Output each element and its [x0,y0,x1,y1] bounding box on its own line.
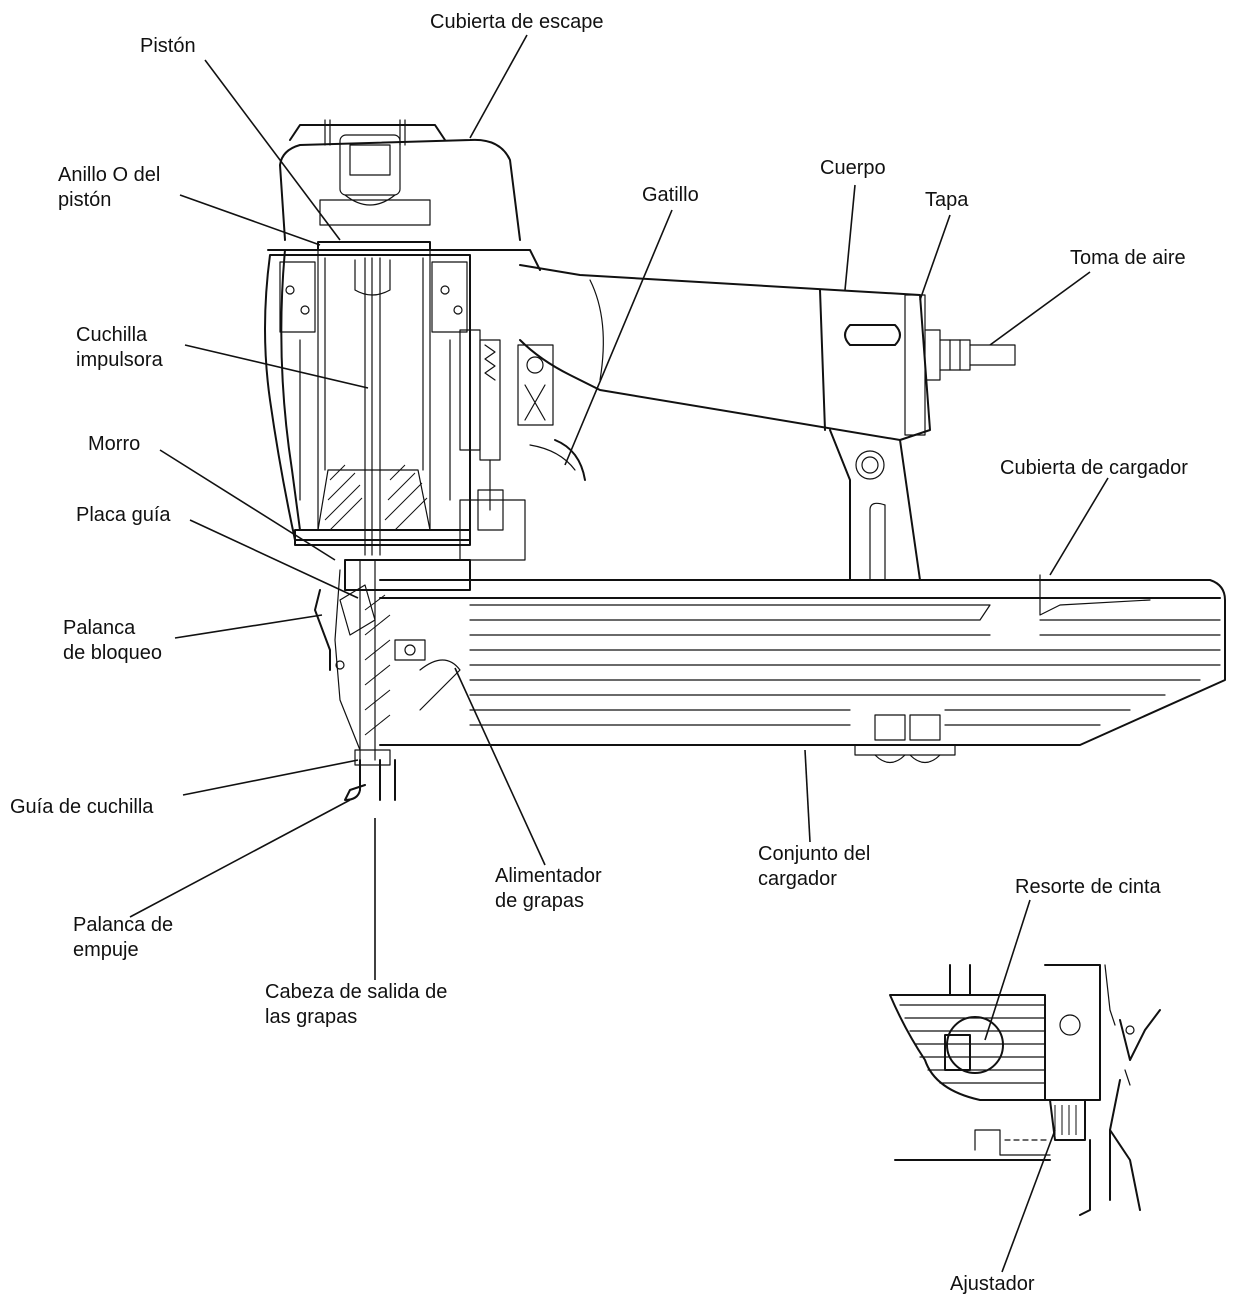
label-palanca-bloqueo-line1: Palanca [63,617,136,639]
label-cuchilla-impulsora: Cuchilla impulsora [76,323,163,373]
label-anillo-o-line1: Anillo O del [58,164,161,186]
label-placa-guia: Placa guía [76,504,171,526]
label-cabeza-salida: Cabeza de salida de las grapas [265,980,447,1030]
label-anillo-o: Anillo O del pistón [58,163,160,213]
label-toma-aire: Toma de aire [1070,247,1186,269]
label-conjunto-cargador-line1: Conjunto del [758,843,871,865]
label-piston: Pistón [140,35,196,57]
label-palanca-empuje-line2: empuje [73,939,139,961]
label-resorte-cinta: Resorte de cinta [1015,876,1161,898]
stapler-body-drawing [264,119,1226,801]
label-cubierta-escape: Cubierta de escape [430,11,604,33]
label-alimentador-grapas: Alimentador de grapas [495,864,602,914]
label-alimentador-grapas-line2: de grapas [495,890,584,912]
label-alimentador-grapas-line1: Alimentador [495,865,602,887]
label-cabeza-salida-line2: las grapas [265,1006,358,1028]
label-guia-cuchilla: Guía de cuchilla [10,796,154,818]
label-palanca-bloqueo-line2: de bloqueo [63,642,162,664]
label-anillo-o-line2: pistón [58,189,112,211]
leader-lines [129,34,1109,1273]
label-tapa: Tapa [925,189,969,211]
label-palanca-empuje-line1: Palanca de [73,914,174,936]
label-cuchilla-impulsora-line2: impulsora [76,349,163,371]
label-ajustador: Ajustador [950,1273,1035,1295]
inset-adjuster-detail [889,964,1161,1216]
label-cuerpo: Cuerpo [820,157,886,179]
label-conjunto-cargador: Conjunto del cargador [758,842,870,892]
label-conjunto-cargador-line2: cargador [758,868,837,890]
label-cabeza-salida-line1: Cabeza de salida de [265,981,448,1003]
label-palanca-empuje: Palanca de empuje [73,913,173,963]
label-cuchilla-impulsora-line1: Cuchilla [76,324,148,346]
label-morro: Morro [88,433,141,455]
label-palanca-bloqueo: Palanca de bloqueo [63,616,162,666]
label-cubierta-cargador: Cubierta de cargador [1000,457,1188,479]
label-gatillo: Gatillo [642,184,699,206]
